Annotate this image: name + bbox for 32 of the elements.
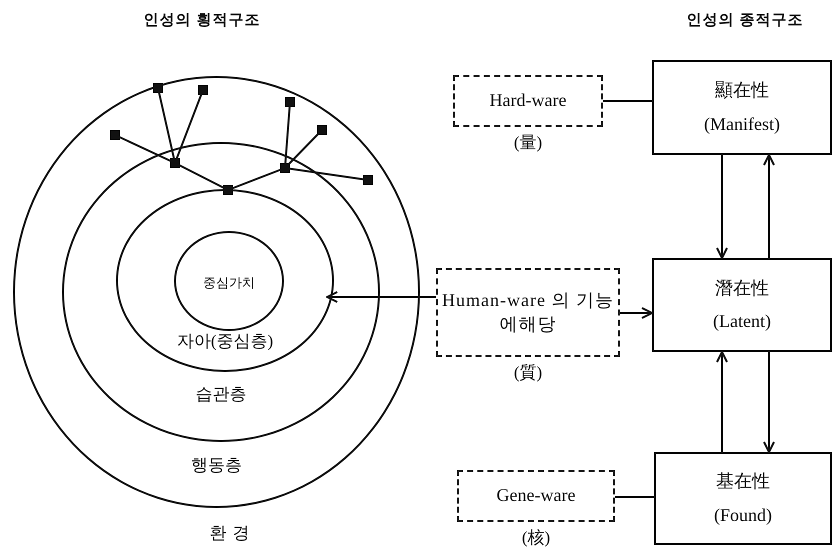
- arrow: [326, 291, 436, 303]
- layer-label: 중심가치: [202, 274, 256, 292]
- process-box: [652, 258, 832, 352]
- box-label: 基在性: [716, 470, 770, 494]
- box-label: Human-ware 의 기능에해당: [442, 289, 614, 336]
- arrow: [763, 352, 775, 453]
- environment-label: 환 경: [209, 522, 251, 544]
- process-box: [654, 452, 832, 545]
- node-annotation: (量): [512, 132, 544, 154]
- arrow: [763, 154, 775, 258]
- box-label: (Manifest): [704, 112, 780, 136]
- node-annotation: (質): [512, 362, 544, 384]
- diagram-heading: 인성의 횡적구조: [144, 12, 260, 30]
- arrow: [716, 155, 728, 259]
- layer-label: 습관층: [194, 384, 248, 406]
- box-label: Hard-ware: [490, 89, 566, 112]
- box-label: 顯在性: [715, 79, 769, 102]
- layer-label: 행동층: [190, 454, 243, 476]
- outer-circle: [13, 76, 420, 508]
- box-label: (Latent): [713, 310, 771, 333]
- inner-circle: [174, 231, 284, 331]
- node-annotation: (核): [520, 527, 552, 549]
- box-label: (Found): [714, 504, 772, 527]
- process-box: [652, 60, 832, 155]
- box-label: Gene-ware: [496, 484, 576, 508]
- layer-label: 자아(중심층): [176, 330, 274, 352]
- arrow: [620, 307, 653, 319]
- inner-circle: [116, 189, 334, 372]
- arrow: [716, 351, 728, 452]
- box-label: 潛在性: [715, 276, 769, 300]
- diagram-heading: 인성의 종적구조: [686, 12, 804, 30]
- inner-circle: [62, 142, 380, 442]
